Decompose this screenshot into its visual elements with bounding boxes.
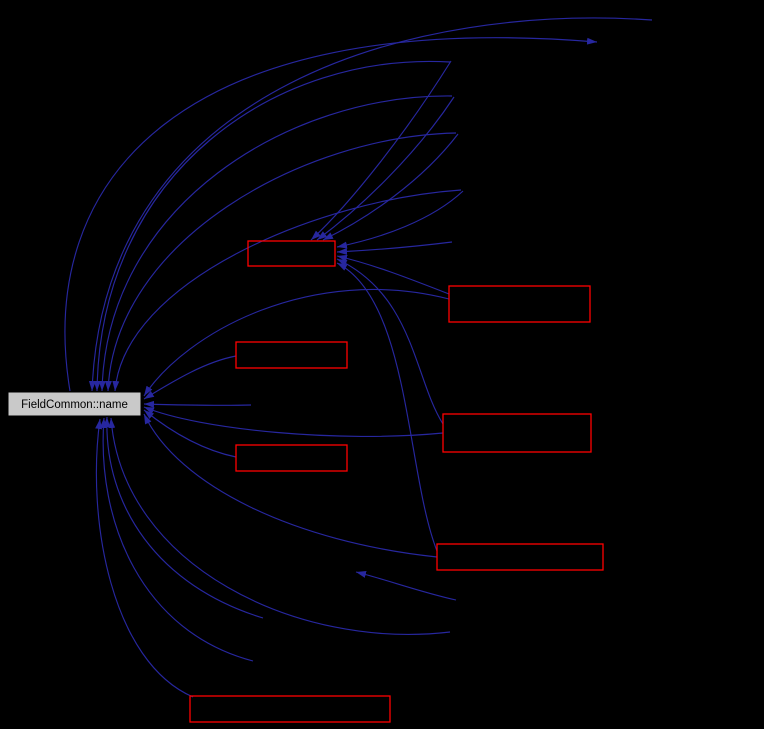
graph-edge <box>310 60 452 241</box>
graph-edge <box>316 96 455 241</box>
graph-edge <box>336 190 464 249</box>
graph-edge <box>112 189 462 392</box>
graph-edge <box>64 37 598 392</box>
edge-layer <box>64 17 653 698</box>
graph-edge <box>355 571 457 601</box>
graph-node-right-3[interactable] <box>436 543 604 571</box>
graph-edge <box>322 133 459 241</box>
graph-node-mid-2[interactable] <box>235 444 348 472</box>
graph-edge <box>143 355 237 400</box>
graph-edge <box>143 400 252 408</box>
graph-node-mid-1[interactable] <box>235 341 348 369</box>
main-node: FieldCommon::name <box>7 391 142 417</box>
graph-edge <box>336 254 450 295</box>
graph-edge <box>108 417 451 635</box>
main-node-label: FieldCommon::name <box>21 399 128 411</box>
graph-edge <box>95 418 194 698</box>
graph-node-right-1[interactable] <box>448 285 591 323</box>
graph-edge <box>143 409 237 458</box>
graph-node-right-2[interactable] <box>442 413 592 453</box>
graph-edge <box>99 417 254 662</box>
node-layer <box>189 240 604 723</box>
graph-edge <box>143 406 444 437</box>
graph-edge <box>336 258 444 425</box>
main-node-box <box>7 391 142 417</box>
graph-edge <box>88 17 653 392</box>
graph-node-bottom[interactable] <box>189 695 391 723</box>
graph-node-top[interactable] <box>247 240 336 267</box>
graph-edge <box>143 288 450 397</box>
graph-edge <box>93 60 451 392</box>
graph-edge <box>336 241 453 255</box>
graph-edge <box>98 95 453 392</box>
graph-edge <box>104 132 457 392</box>
graph-edge <box>103 416 264 619</box>
graph-edge <box>336 262 438 552</box>
graph-edge <box>143 413 438 558</box>
